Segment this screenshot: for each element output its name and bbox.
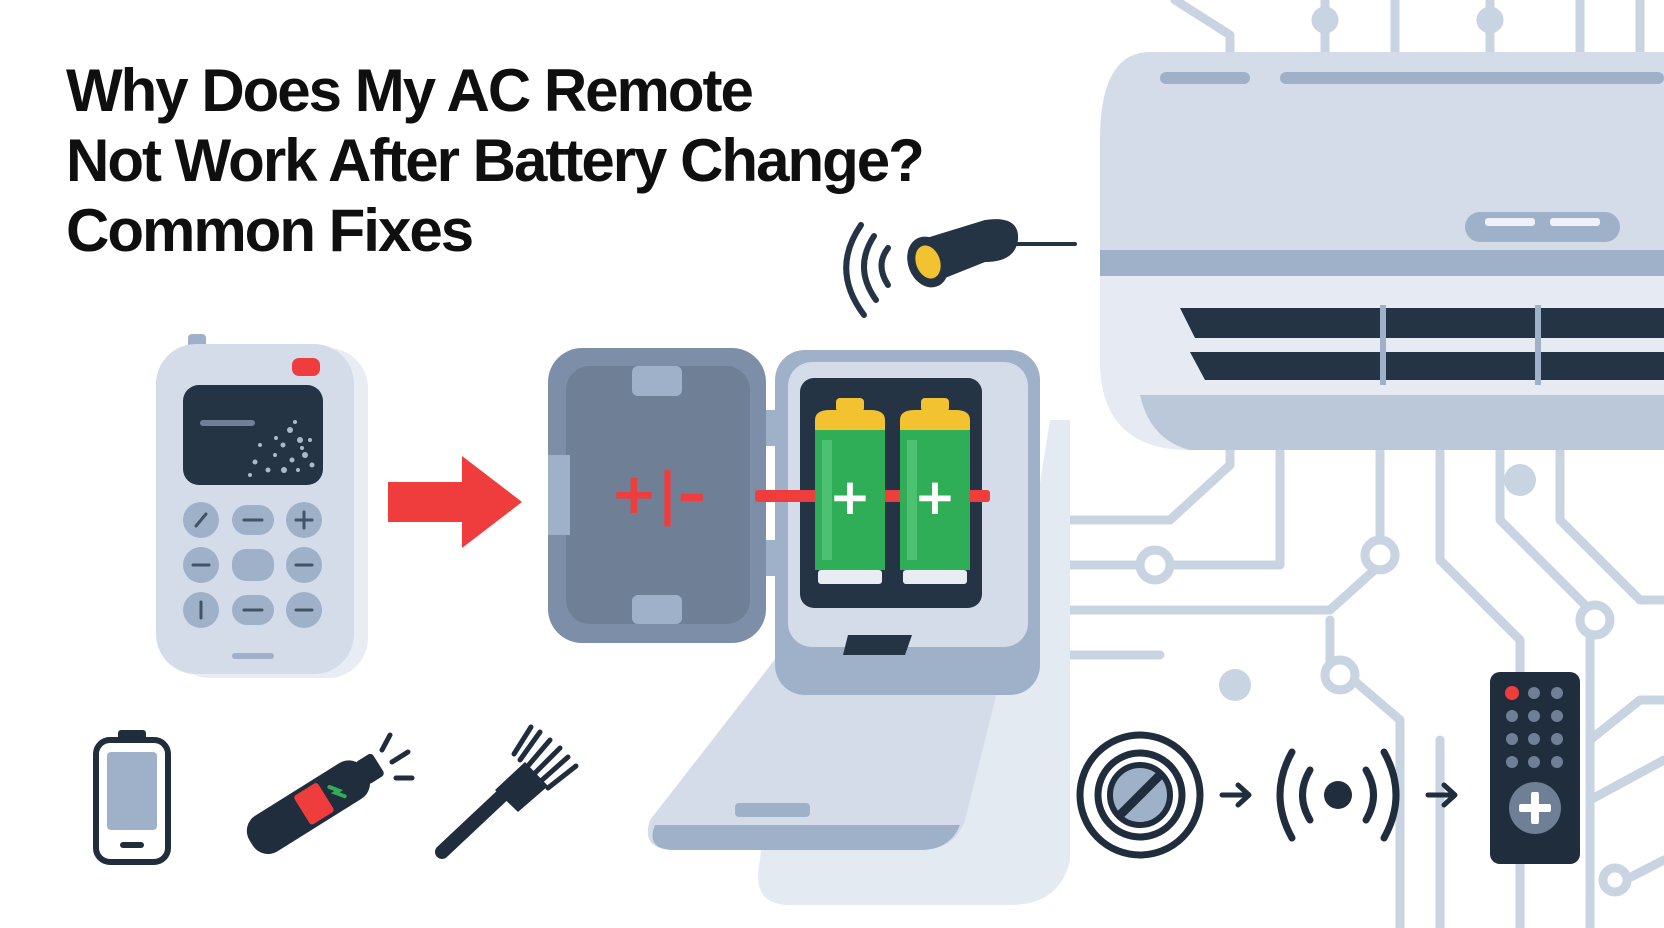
ac-remote-with-corroded-display-icon (156, 334, 368, 678)
ir-led-emitter-icon (843, 219, 1077, 318)
arrow-right-icon (1219, 782, 1252, 808)
battery-icon (900, 398, 970, 584)
arrow-right-icon (1425, 782, 1458, 808)
battery-symbol: + (914, 468, 956, 526)
page-title: Why Does My AC Remote Not Work After Bat… (66, 56, 925, 266)
air-conditioner-unit-icon (1100, 52, 1664, 450)
battery-icon (815, 398, 885, 584)
arrow-right-icon (388, 456, 522, 548)
battery-tester-icon (246, 732, 415, 854)
cleaning-brush-icon (435, 724, 579, 859)
battery-level-icon (93, 730, 171, 865)
title-line: Why Does My AC Remote (66, 57, 754, 124)
reset-disc-icon (1076, 731, 1204, 859)
battery-symbol: + (829, 468, 871, 526)
signal-waves-icon (1276, 748, 1400, 842)
working-remote-icon (1490, 672, 1580, 864)
cover-polarity-symbol: +|– (610, 462, 705, 527)
open-battery-compartment-icon: + + +|– (548, 348, 1070, 905)
title-line: Common Fixes (66, 197, 474, 264)
title-line: Not Work After Battery Change? (66, 127, 925, 194)
